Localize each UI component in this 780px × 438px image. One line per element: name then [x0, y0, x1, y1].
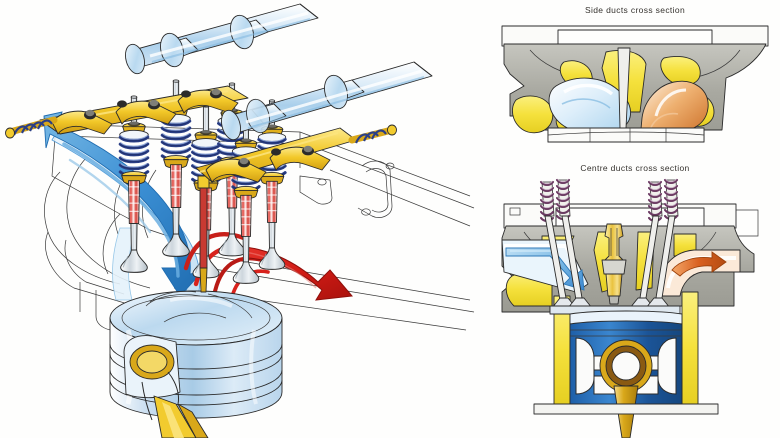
centre-guide	[617, 47, 631, 129]
main-cutaway-svg	[5, 3, 475, 438]
main-cutaway-panel	[5, 3, 475, 438]
centre-ducts-svg	[501, 177, 759, 438]
centre-ducts-caption: Centre ducts cross section	[580, 163, 690, 173]
intake-camshaft	[125, 3, 319, 75]
side-ducts-panel	[490, 20, 780, 155]
exhaust-duct	[639, 80, 709, 141]
block-skirt	[533, 403, 719, 415]
valve-seat-row	[547, 127, 705, 143]
cam-bearing-caps	[117, 90, 281, 156]
side-ducts-caption: Side ducts cross section	[584, 5, 686, 15]
exhaust-flow-arrow	[671, 251, 727, 277]
cylinder-bore-piston	[569, 310, 683, 438]
exhaust-camshaft	[221, 61, 433, 141]
head-top-rails	[501, 25, 769, 47]
valve-train-right	[629, 177, 679, 309]
valve-train-left	[539, 177, 593, 309]
side-ducts-svg	[501, 25, 769, 143]
spark-plug	[601, 223, 627, 305]
intake-duct	[548, 77, 631, 135]
rocker-assembly-front	[5, 85, 249, 139]
piston-assembly	[109, 290, 283, 438]
spark-plug	[197, 175, 210, 293]
centre-ducts-panel	[490, 177, 780, 438]
